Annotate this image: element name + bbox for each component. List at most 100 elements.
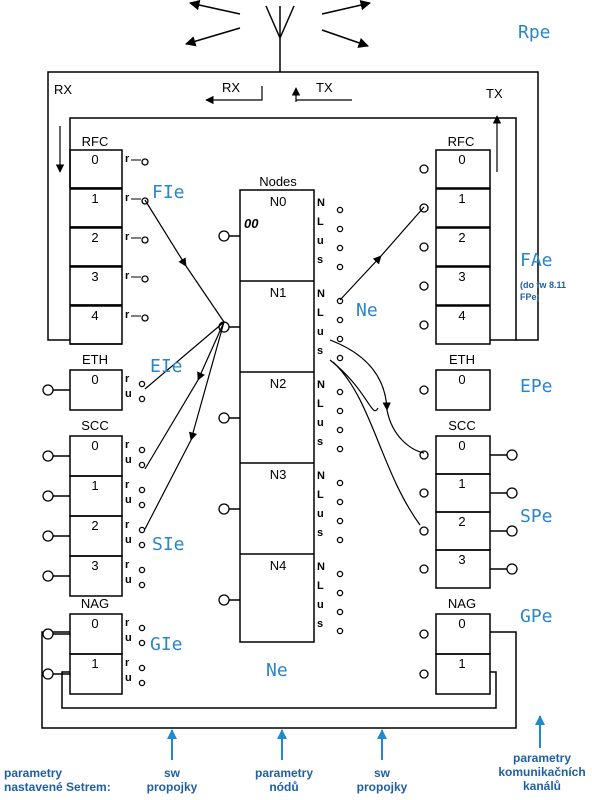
scc-right-port-dot xyxy=(419,488,429,498)
node-port-N: N xyxy=(317,470,325,482)
node-port-L-dot xyxy=(336,225,344,233)
connection-lines xyxy=(144,199,425,530)
nag-left-slot-label: 1 xyxy=(91,656,98,671)
scc-right-slot-label: 2 xyxy=(458,514,465,529)
scc-left-input-dot xyxy=(42,530,54,542)
scc-left-port-u: u xyxy=(125,494,132,506)
tags: Rpe FIe FAe (do fw 8.11 FPe) Ne EIe EPe … xyxy=(150,22,566,681)
tag-gie: GIe xyxy=(150,634,183,655)
node-port-N-dot xyxy=(336,297,344,305)
rfc-left-port-label: r xyxy=(125,153,130,165)
eth-left-slot-label: 0 xyxy=(91,372,98,387)
rfc-right-slot xyxy=(435,305,491,345)
tag-ne-right: Ne xyxy=(356,300,378,321)
footer-arrows xyxy=(167,715,545,760)
rfc-right-slot-label: 0 xyxy=(458,152,465,167)
scc-left-port-r: r xyxy=(125,559,130,571)
rfc-left-slot-label: 3 xyxy=(91,269,98,284)
rfc-right-slot xyxy=(435,188,491,228)
rfc-left-slot-label: 0 xyxy=(91,152,98,167)
scc-left-port-r: r xyxy=(125,519,130,531)
scc-left-port-r-dot xyxy=(138,486,146,494)
node-port-N-dot xyxy=(336,388,344,396)
eth-left-port-u-dot xyxy=(138,395,146,403)
scc-left-port-r: r xyxy=(125,479,130,491)
node-port-u-dot xyxy=(336,608,344,616)
footer-sw-left-1: sw xyxy=(164,766,181,780)
node-label: N0 xyxy=(270,194,287,209)
nag-right-title: NAG xyxy=(448,596,476,611)
eth-right-slot-label: 0 xyxy=(458,372,465,387)
nag-right-port-dot xyxy=(419,669,429,679)
eth-left-input-dot xyxy=(42,384,54,396)
node-port-u-dot xyxy=(336,426,344,434)
node-port-L: L xyxy=(317,216,324,228)
rfc-left-port-dot xyxy=(141,158,149,166)
rfc-left-port-dot xyxy=(141,275,149,283)
nag-right-slot-label: 1 xyxy=(458,656,465,671)
rfc-right-slot xyxy=(435,227,491,267)
nag-left-port-r-dot xyxy=(138,624,146,632)
node-port-L-dot xyxy=(336,498,344,506)
node-port-u: u xyxy=(317,508,324,520)
node-port-N: N xyxy=(317,197,325,209)
node-input-dot xyxy=(218,594,230,606)
rfc-right-title: RFC xyxy=(448,134,475,149)
tx-label-right: TX xyxy=(486,86,503,101)
node-port-L: L xyxy=(317,489,324,501)
scc-left-port-u-dot xyxy=(138,581,146,589)
nodes-frame xyxy=(239,189,315,643)
tag-fie: FIe xyxy=(152,182,185,203)
tag-eie: EIe xyxy=(150,356,183,377)
footer: parametry nastavené Setrem: sw propojky … xyxy=(4,751,586,794)
rfc-right-port-dot xyxy=(419,320,429,330)
rfc-left-title: RFC xyxy=(82,134,109,149)
rfc-right-slot-label: 3 xyxy=(458,269,465,284)
rfc-left-slot-label: 1 xyxy=(91,191,98,206)
scc-right-output-dot xyxy=(506,449,518,461)
eth-left-title: ETH xyxy=(82,352,108,367)
scc-left-port-u: u xyxy=(125,534,132,546)
nag-right-slot xyxy=(435,653,491,695)
scc-right-slot-label: 3 xyxy=(458,552,465,567)
rfc-right-slot xyxy=(435,149,491,189)
rfc-left-port-label: r xyxy=(125,192,130,204)
eth-left-port-r: r xyxy=(125,373,130,385)
rfc-left-port-label: r xyxy=(125,231,130,243)
eth-right-slot xyxy=(435,369,491,411)
footer-sw-right-1: sw xyxy=(374,766,391,780)
node-port-u-dot xyxy=(336,517,344,525)
nag-left-slot-label: 0 xyxy=(91,616,98,631)
node-input-dot xyxy=(218,412,230,424)
node-port-s-dot xyxy=(336,627,344,635)
nodes-title: Nodes xyxy=(259,174,297,189)
footer-kanalu-2: komunikačních xyxy=(498,765,585,779)
node-n0-value: 00 xyxy=(244,216,259,231)
rfc-left-port-label: r xyxy=(125,270,130,282)
rfc-right-port-dot xyxy=(419,242,429,252)
node-port-L: L xyxy=(317,307,324,319)
rx-tx-arrows xyxy=(55,86,502,173)
node-port-s: s xyxy=(317,345,323,357)
rfc-right-port-dot xyxy=(419,164,429,174)
tx-label-top: TX xyxy=(316,80,333,95)
rfc-right-slot-label: 4 xyxy=(458,308,465,323)
scc-left-port-u: u xyxy=(125,454,132,466)
scc-left-port-r-dot xyxy=(138,526,146,534)
tag-rpe: Rpe xyxy=(518,22,551,43)
node-port-N-dot xyxy=(336,479,344,487)
eth-left-port-r-dot xyxy=(138,380,146,388)
node-port-s: s xyxy=(317,436,323,448)
nag-right-port-dot xyxy=(419,629,429,639)
node-label: N4 xyxy=(270,558,287,573)
footer-kanalu-1: parametry xyxy=(513,751,571,765)
node-port-L: L xyxy=(317,398,324,410)
scc-left-port-u: u xyxy=(125,574,132,586)
node-port-N: N xyxy=(317,379,325,391)
footer-nodu-1: parametry xyxy=(255,766,313,780)
tag-spe: SPe xyxy=(520,506,553,527)
node-label: N3 xyxy=(270,467,287,482)
rfc-left-port-dot xyxy=(141,314,149,322)
node-port-s-dot xyxy=(336,354,344,362)
node-port-s-dot xyxy=(336,445,344,453)
